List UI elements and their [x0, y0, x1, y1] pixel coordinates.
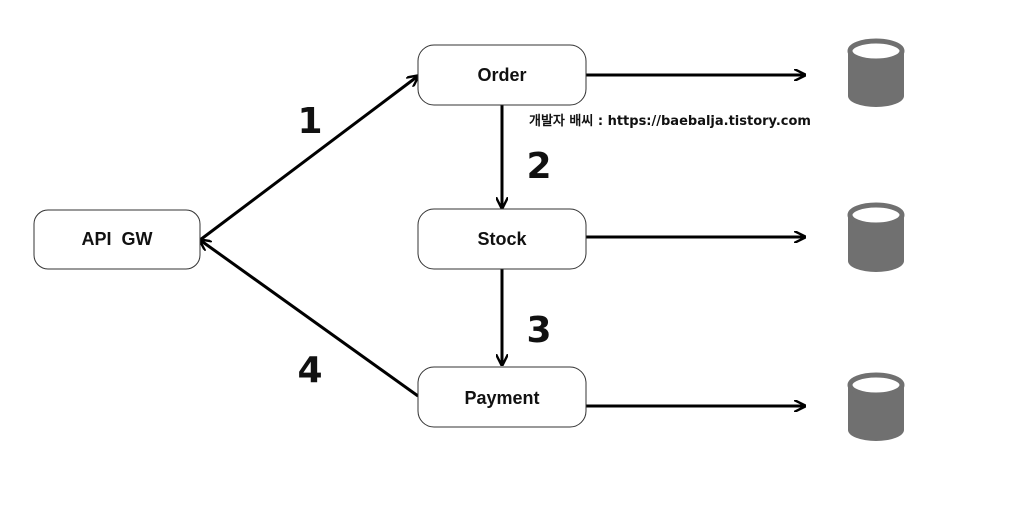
- node-payment-label: Payment: [464, 388, 539, 408]
- node-stock: Stock: [417, 208, 587, 270]
- node-stock-label: Stock: [477, 229, 527, 249]
- step-number-1: 1: [297, 101, 322, 142]
- watermark-text: 개발자 배씨 : https://baebalja.tistory.com: [529, 113, 811, 129]
- node-payment: Payment: [417, 366, 587, 428]
- arrow-payment-to-apigw: [200, 240, 419, 398]
- step-number-2: 2: [526, 146, 551, 187]
- step-number-4: 4: [297, 350, 322, 391]
- database-icon-payment: [847, 372, 905, 441]
- node-api-gw-label: API GW: [82, 229, 153, 249]
- arrow-apigw-to-order: [199, 76, 418, 242]
- node-order: Order: [417, 44, 587, 106]
- node-api-gw: API GW: [33, 209, 201, 270]
- node-order-label: Order: [477, 65, 526, 85]
- database-icon-order: [847, 38, 905, 107]
- step-number-3: 3: [526, 310, 551, 351]
- database-icon-stock: [847, 202, 905, 272]
